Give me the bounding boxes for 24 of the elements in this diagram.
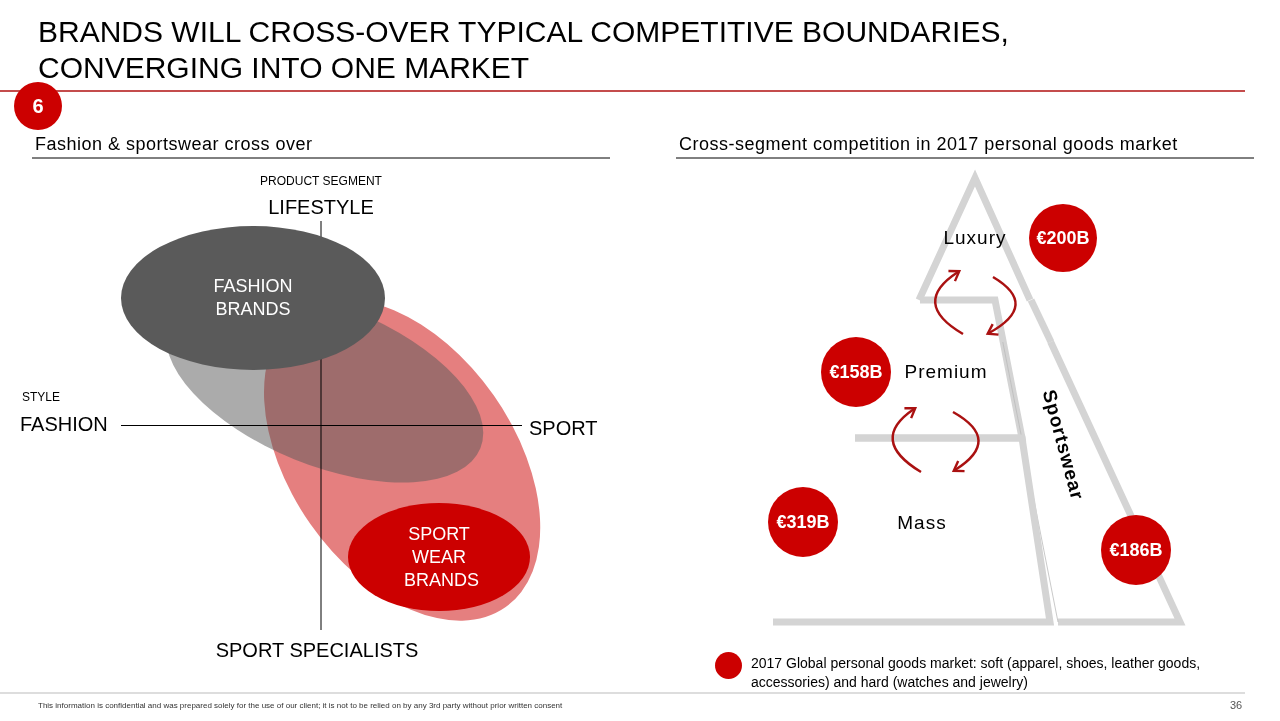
axis-title: STYLE: [22, 390, 60, 404]
segment-label: FASHION BRANDS: [212, 275, 294, 321]
footer-note: This information is confidential and was prepared solely for the use of our client; it is not to be relied on by any 3rd party without prior written consent: [38, 701, 563, 710]
cycle-arrow: [952, 410, 980, 473]
axis-label: SPORT SPECIALISTS: [215, 639, 419, 662]
slide-title: BRANDS WILL CROSS-OVER TYPICAL COMPETITIVE BOUNDARIES, CONVERGING INTO ONE MARKET: [38, 14, 1010, 86]
step-number: 6: [32, 94, 44, 118]
tier-label: Luxury: [943, 227, 1007, 249]
axis-label: SPORT: [529, 417, 598, 440]
tier-label: Mass: [897, 512, 947, 534]
page-number: 36: [1230, 699, 1243, 711]
legend-text: 2017 Global personal goods market: soft (apparel, shoes, leather goods, accessories) and hard (watches and jewelry): [751, 654, 1202, 692]
axis-title: PRODUCT SEGMENT: [260, 174, 382, 188]
cycle-arrow: [891, 406, 922, 474]
axis-label: FASHION: [20, 413, 108, 436]
tier-label: Premium: [904, 361, 988, 383]
section-heading: Cross-segment competition in 2017 personal goods market: [679, 134, 1178, 155]
section-heading: Fashion & sportswear cross over: [35, 134, 313, 155]
cycle-arrow: [934, 269, 964, 336]
axis-label: LIFESTYLE: [268, 196, 374, 219]
value-label: €319B: [776, 511, 830, 533]
value-label: €186B: [1109, 539, 1163, 561]
value-label: €200B: [1036, 227, 1090, 249]
value-label: €158B: [829, 361, 883, 383]
